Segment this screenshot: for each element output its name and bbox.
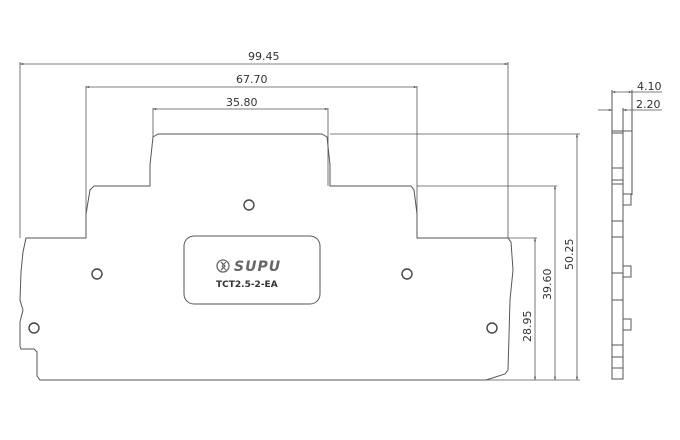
side-peg-1: [622, 193, 632, 206]
side-view-outline: [611, 90, 633, 380]
dim-width-mid: 67.70: [236, 73, 268, 86]
vertical-dimensions: [330, 133, 580, 381]
model-number: TCT2.5-2-EA: [216, 280, 278, 290]
front-view-outline: [19, 133, 514, 381]
dim-height-mid: 39.60: [541, 269, 554, 301]
hole-left-low: [28, 322, 40, 334]
hole-right-mid: [401, 268, 413, 280]
dim-thickness-inner: 2.20: [636, 98, 661, 111]
hole-left-mid: [91, 268, 103, 280]
hole-right-low: [486, 322, 498, 334]
side-peg-2: [622, 265, 632, 278]
brand-logo-text: SUPU: [234, 259, 281, 275]
dim-height-low: 28.95: [521, 311, 534, 343]
thickness-dimensions: [598, 91, 662, 111]
dim-height-overall: 50.25: [563, 239, 576, 271]
dim-thickness-overall: 4.10: [637, 80, 662, 93]
dim-width-top: 35.80: [226, 96, 258, 109]
supu-logo-icon: [216, 259, 230, 273]
mounting-holes: [28, 199, 498, 334]
horizontal-dimensions: [19, 62, 509, 238]
dim-width-overall: 99.45: [248, 50, 280, 63]
side-peg-3: [622, 318, 632, 331]
hole-top-center: [243, 199, 255, 211]
label-plate: SUPU TCT2.5-2-EA: [183, 235, 321, 305]
